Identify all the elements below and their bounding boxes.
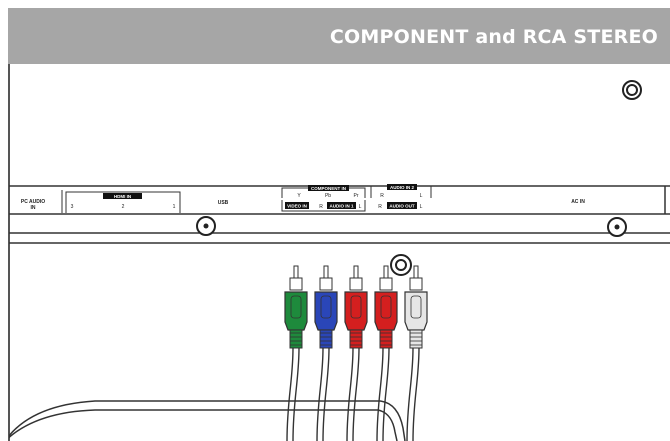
screw-icon [622, 80, 642, 100]
left-border [8, 64, 10, 441]
component-in-group: COMPONENT IN Y Pb Pr VIDEO IN R AUDIO IN… [281, 185, 366, 212]
ac-in-label: AC IN [571, 199, 585, 205]
hdmi-port-1: 1 [173, 204, 176, 210]
rca-plug-red [344, 265, 368, 441]
usb-label: USB [218, 200, 229, 206]
rca-cable-set [284, 265, 428, 441]
video-l-label: L [359, 204, 362, 210]
rca-plug-green [284, 265, 308, 441]
audio-in-2-l: L [420, 193, 423, 199]
component-in-label: COMPONENT IN [311, 186, 346, 191]
screw-icon [390, 254, 412, 276]
component-port-pr: Pr [354, 193, 359, 199]
pc-audio-label-2: IN [31, 205, 36, 211]
video-r-label: R [319, 204, 323, 210]
page-title: COMPONENT and RCA STEREO [329, 26, 658, 48]
hdmi-port-2: 2 [122, 204, 125, 210]
rca-plug-blue [314, 265, 338, 441]
pc-audio-label: PC AUDIO [21, 199, 45, 205]
audio-in-2-label: AUDIO IN 2 [390, 185, 415, 190]
screw-icon [196, 216, 216, 236]
hdmi-port-3: 3 [71, 204, 74, 210]
audio-out-r: R [378, 204, 382, 210]
header-bar: COMPONENT and RCA STEREO [8, 8, 670, 64]
audio-in-2-r: R [380, 193, 384, 199]
audio-in-1-label: AUDIO IN 1 [329, 204, 354, 209]
component-port-y: Y [297, 193, 301, 199]
rca-plug-white [404, 265, 428, 441]
hdmi-in-label: HDMI IN [114, 194, 131, 199]
rca-plug-red [374, 265, 398, 441]
component-port-pb: Pb [325, 193, 331, 199]
video-in-label: VIDEO IN [287, 204, 307, 209]
screw-icon [607, 217, 627, 237]
audio-group: AUDIO IN 2 R L R AUDIO OUT L [370, 184, 432, 210]
audio-out-label: AUDIO OUT [389, 204, 415, 209]
stand-outline [9, 400, 406, 441]
hdmi-in-group: HDMI IN 3 2 1 [65, 191, 181, 213]
audio-out-l: L [420, 204, 423, 210]
